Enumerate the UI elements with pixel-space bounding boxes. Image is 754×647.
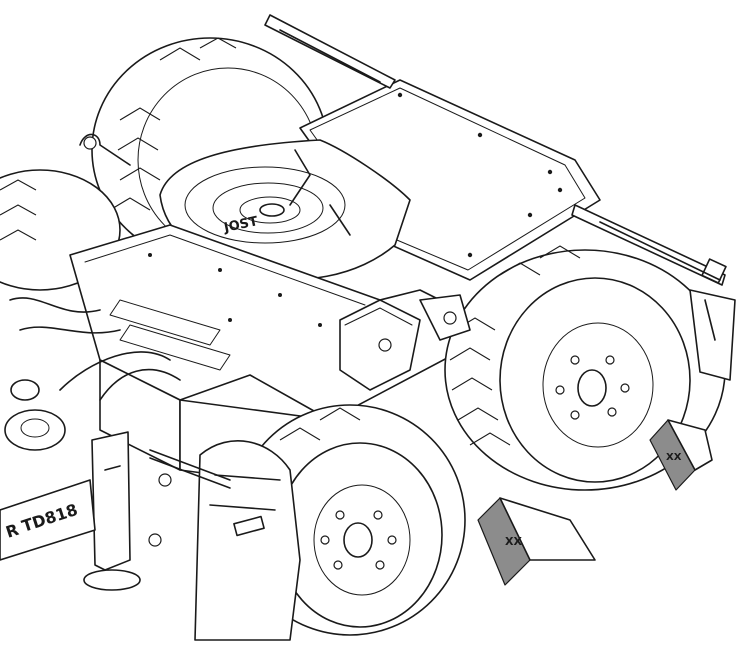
wheel-chock-front: XX bbox=[477, 497, 596, 586]
brake-disc-left bbox=[4, 409, 66, 451]
cross-member-slots bbox=[109, 299, 231, 371]
landing-gear-leg bbox=[83, 431, 141, 591]
top-rail bbox=[264, 14, 396, 89]
axle-rods bbox=[148, 449, 231, 547]
suspension-brackets bbox=[339, 294, 471, 391]
fifth-wheel-brand: JOST bbox=[222, 214, 260, 236]
wheel-chock-rear: XX bbox=[649, 419, 713, 491]
front-fender bbox=[194, 440, 301, 641]
svg-text:XX: XX bbox=[666, 452, 682, 463]
rear-right-tire bbox=[444, 245, 726, 491]
release-handle bbox=[79, 133, 131, 166]
side-nameplate: R TD818 bbox=[0, 479, 96, 561]
plate-prefix: R bbox=[3, 520, 21, 542]
svg-text:XX: XX bbox=[505, 535, 522, 548]
rear-cross-bar bbox=[571, 204, 727, 286]
rear-mudflap bbox=[689, 289, 736, 381]
